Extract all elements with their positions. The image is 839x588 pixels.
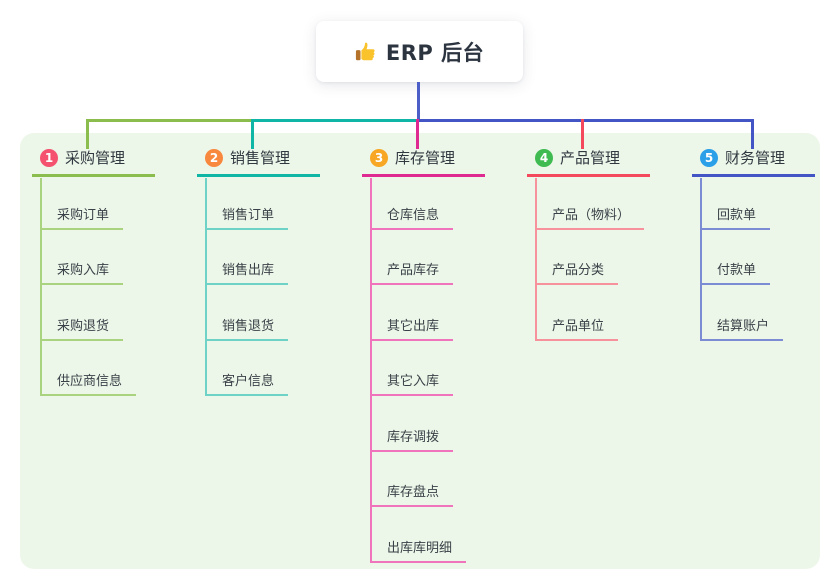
child-label: 供应商信息 <box>57 374 123 389</box>
child-node[interactable]: 库存调拨 <box>370 428 454 452</box>
connector-drop-product <box>581 119 584 149</box>
child-label: 其它入库 <box>387 374 440 389</box>
child-node[interactable]: 结算账户 <box>700 317 784 341</box>
child-underline <box>700 228 771 230</box>
branch-number-badge: 5 <box>700 148 718 167</box>
connector-bus-left <box>86 119 253 122</box>
connector-drop-finance <box>751 119 754 149</box>
child-label: 采购入库 <box>57 263 110 278</box>
branch-header-product-management[interactable]: 4 产品管理 <box>527 145 650 177</box>
branch-label: 销售管理 <box>230 149 291 167</box>
branch-number-badge: 1 <box>40 148 58 167</box>
connector-bus-mid <box>253 119 418 122</box>
child-node[interactable]: 产品单位 <box>535 317 619 341</box>
child-label: 产品分类 <box>552 263 605 278</box>
child-label: 采购订单 <box>57 208 110 223</box>
child-label: 销售出库 <box>222 263 275 278</box>
child-node[interactable]: 客户信息 <box>205 372 289 396</box>
branches-panel <box>20 133 820 569</box>
branch-number-badge: 4 <box>535 148 553 167</box>
child-underline <box>205 339 289 341</box>
thumbs-up-icon <box>355 41 377 63</box>
branch-header-inventory-management[interactable]: 3 库存管理 <box>362 145 485 177</box>
child-label: 回款单 <box>717 208 757 223</box>
connector-spine-product <box>535 178 537 341</box>
connector-bus-right <box>418 119 754 122</box>
connector-spine-purchase <box>40 178 42 396</box>
connector-root-stem <box>417 82 420 121</box>
child-node[interactable]: 仓库信息 <box>370 206 454 230</box>
child-node[interactable]: 采购退货 <box>40 317 124 341</box>
child-node[interactable]: 出库库明细 <box>370 539 467 563</box>
connector-spine-sales <box>205 178 207 396</box>
child-underline <box>205 228 289 230</box>
child-label: 付款单 <box>717 263 757 278</box>
child-label: 库存盘点 <box>387 485 440 500</box>
child-node[interactable]: 销售出库 <box>205 261 289 285</box>
child-label: 产品（物料） <box>552 208 631 223</box>
child-node[interactable]: 采购入库 <box>40 261 124 285</box>
root-title: ERP 后台 <box>385 40 485 65</box>
child-label: 出库库明细 <box>387 541 453 556</box>
child-node[interactable]: 产品分类 <box>535 261 619 285</box>
child-node[interactable]: 产品库存 <box>370 261 454 285</box>
child-node[interactable]: 产品（物料） <box>535 206 645 230</box>
child-underline <box>370 339 454 341</box>
child-node[interactable]: 库存盘点 <box>370 483 454 507</box>
child-node[interactable]: 回款单 <box>700 206 771 230</box>
child-label: 客户信息 <box>222 374 275 389</box>
child-underline <box>535 339 619 341</box>
child-underline <box>370 505 454 507</box>
child-underline <box>700 339 784 341</box>
child-underline <box>535 228 645 230</box>
child-label: 结算账户 <box>717 319 770 334</box>
child-node[interactable]: 销售订单 <box>205 206 289 230</box>
branch-label: 财务管理 <box>725 149 786 167</box>
child-label: 采购退货 <box>57 319 110 334</box>
branch-label: 采购管理 <box>65 149 126 167</box>
child-node[interactable]: 其它入库 <box>370 372 454 396</box>
child-node[interactable]: 采购订单 <box>40 206 124 230</box>
child-label: 销售订单 <box>222 208 275 223</box>
branch-header-purchase-management[interactable]: 1 采购管理 <box>32 145 155 177</box>
child-label: 产品库存 <box>387 263 440 278</box>
root-node[interactable]: ERP 后台 <box>316 21 523 82</box>
branch-label: 产品管理 <box>560 149 621 167</box>
connector-drop-sales <box>251 119 254 149</box>
child-label: 其它出库 <box>387 319 440 334</box>
connector-spine-finance <box>700 178 702 341</box>
connector-drop-inventory <box>416 119 419 149</box>
branch-number-badge: 2 <box>205 148 223 167</box>
child-underline <box>370 228 454 230</box>
branch-number-badge: 3 <box>370 148 388 167</box>
child-underline <box>700 283 771 285</box>
child-underline <box>40 339 124 341</box>
child-underline <box>535 283 619 285</box>
child-underline <box>205 283 289 285</box>
child-underline <box>40 283 124 285</box>
child-node[interactable]: 付款单 <box>700 261 771 285</box>
child-label: 库存调拨 <box>387 430 440 445</box>
branch-header-sales-management[interactable]: 2 销售管理 <box>197 145 320 177</box>
child-node[interactable]: 其它出库 <box>370 317 454 341</box>
child-underline <box>40 228 124 230</box>
child-node[interactable]: 供应商信息 <box>40 372 137 396</box>
child-label: 产品单位 <box>552 319 605 334</box>
child-underline <box>370 394 454 396</box>
child-underline <box>370 561 467 563</box>
child-label: 销售退货 <box>222 319 275 334</box>
branch-label: 库存管理 <box>395 149 456 167</box>
child-node[interactable]: 销售退货 <box>205 317 289 341</box>
child-underline <box>370 283 454 285</box>
branch-header-finance-management[interactable]: 5 财务管理 <box>692 145 815 177</box>
child-underline <box>370 450 454 452</box>
child-underline <box>40 394 137 396</box>
child-underline <box>205 394 289 396</box>
connector-drop-purchase <box>86 119 89 149</box>
connector-spine-inventory <box>370 178 372 563</box>
child-label: 仓库信息 <box>387 208 440 223</box>
